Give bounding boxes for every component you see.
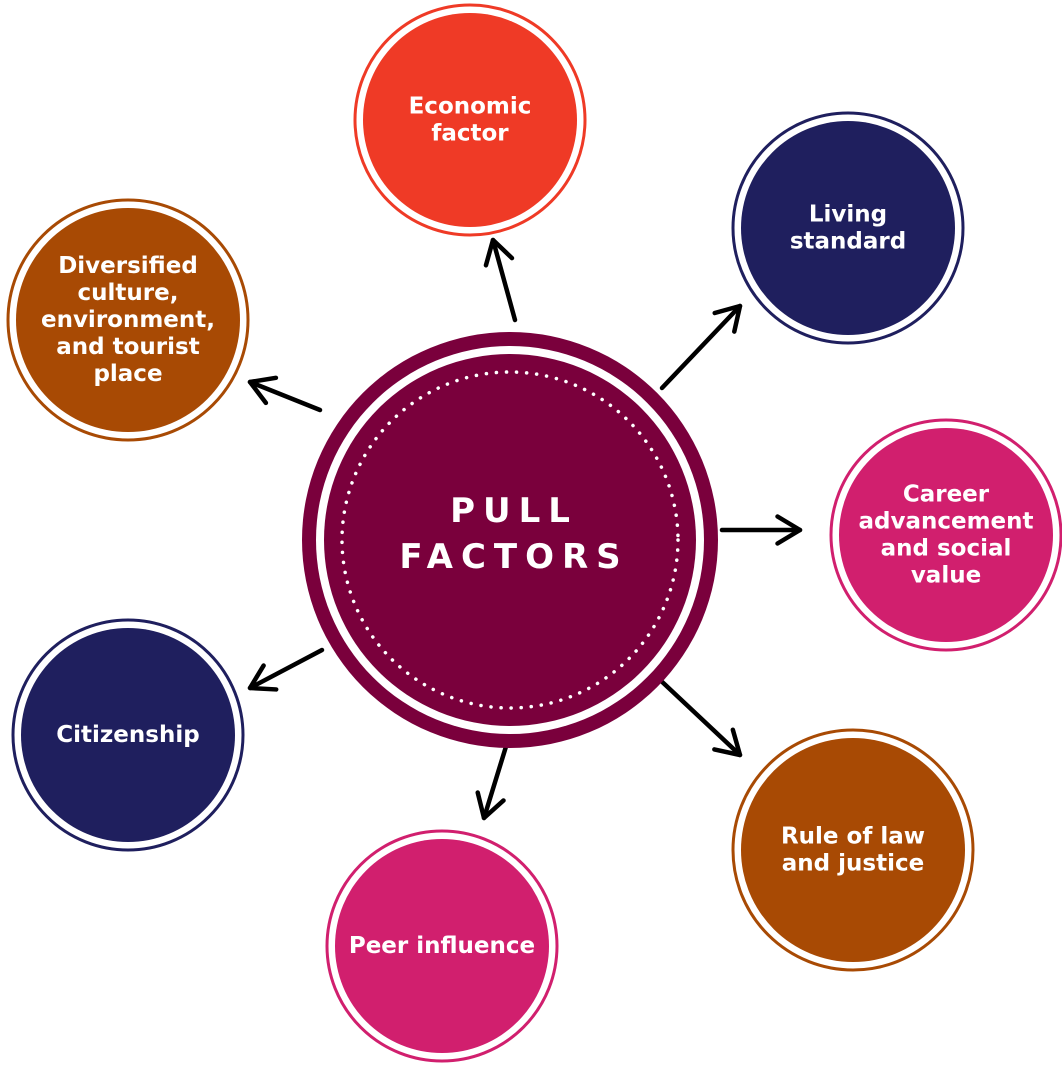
arrow-to-culture (247, 375, 323, 413)
center-inner-disc (324, 354, 696, 726)
factor-career-label-line-3: and social (881, 536, 1012, 562)
center-node: PULL FACTORS (302, 332, 718, 748)
factor-node-culture-disc (16, 208, 240, 432)
factor-node-citizen-disc (21, 628, 235, 842)
factor-node-economic-outer-ring (353, 3, 587, 237)
factor-career-label-line-4: value (911, 563, 981, 589)
arrow-to-citizen (247, 647, 325, 692)
factor-node-peer-outer-ring (325, 829, 559, 1063)
factor-rule-label-line-1: Rule of law (781, 824, 925, 850)
factor-culture-label-line-5: place (93, 361, 162, 387)
factor-career-label-line-2: advancement (858, 509, 1033, 535)
arrow-to-economic (483, 237, 518, 323)
factor-node-living-disc (741, 121, 955, 335)
factor-economic-label-line-2: factor (431, 121, 509, 147)
factor-node-career-outer-ring (829, 418, 1062, 652)
factor-economic-label-line-1: Economic (409, 94, 532, 120)
factor-career-label-line-1: Career (903, 482, 990, 508)
factor-culture-label-line-2: culture, (78, 280, 179, 306)
arrow-to-rule (655, 675, 743, 758)
factor-citizen-label-line-1: Citizenship (56, 722, 199, 748)
factor-node-rule-outer-ring (731, 728, 975, 972)
factor-nodes: EconomicfactorLivingstandardCareeradvanc… (6, 3, 1062, 1063)
factor-node-peer-disc (335, 839, 549, 1053)
factor-node-culture-outer-ring (6, 198, 250, 442)
factor-node-rule-disc (741, 738, 965, 962)
factor-node-citizen-outer-ring (11, 618, 245, 852)
factor-node-citizen: Citizenship (11, 618, 245, 852)
factor-node-peer: Peer influence (325, 829, 559, 1063)
center-title-line-2: FACTORS (399, 537, 628, 577)
arrow-to-peer (475, 737, 511, 821)
factor-node-career-disc (839, 428, 1053, 642)
center-title-line-1: PULL (450, 491, 578, 531)
factor-node-living-outer-ring (731, 111, 965, 345)
center-dotted-ring (340, 370, 680, 710)
factor-living-label-line-2: standard (790, 229, 906, 255)
connector-arrows (247, 237, 803, 821)
factor-culture-label-line-1: Diversified (58, 253, 198, 279)
factor-culture-label-line-3: environment, (41, 307, 215, 333)
factor-living-label-line-1: Living (809, 202, 887, 228)
arrow-to-living (659, 303, 743, 391)
factor-peer-label-line-1: Peer influence (349, 933, 535, 959)
factor-culture-label-line-4: and tourist (56, 334, 199, 360)
factor-node-economic-disc (363, 13, 577, 227)
factor-rule-label-line-2: and justice (782, 851, 924, 877)
